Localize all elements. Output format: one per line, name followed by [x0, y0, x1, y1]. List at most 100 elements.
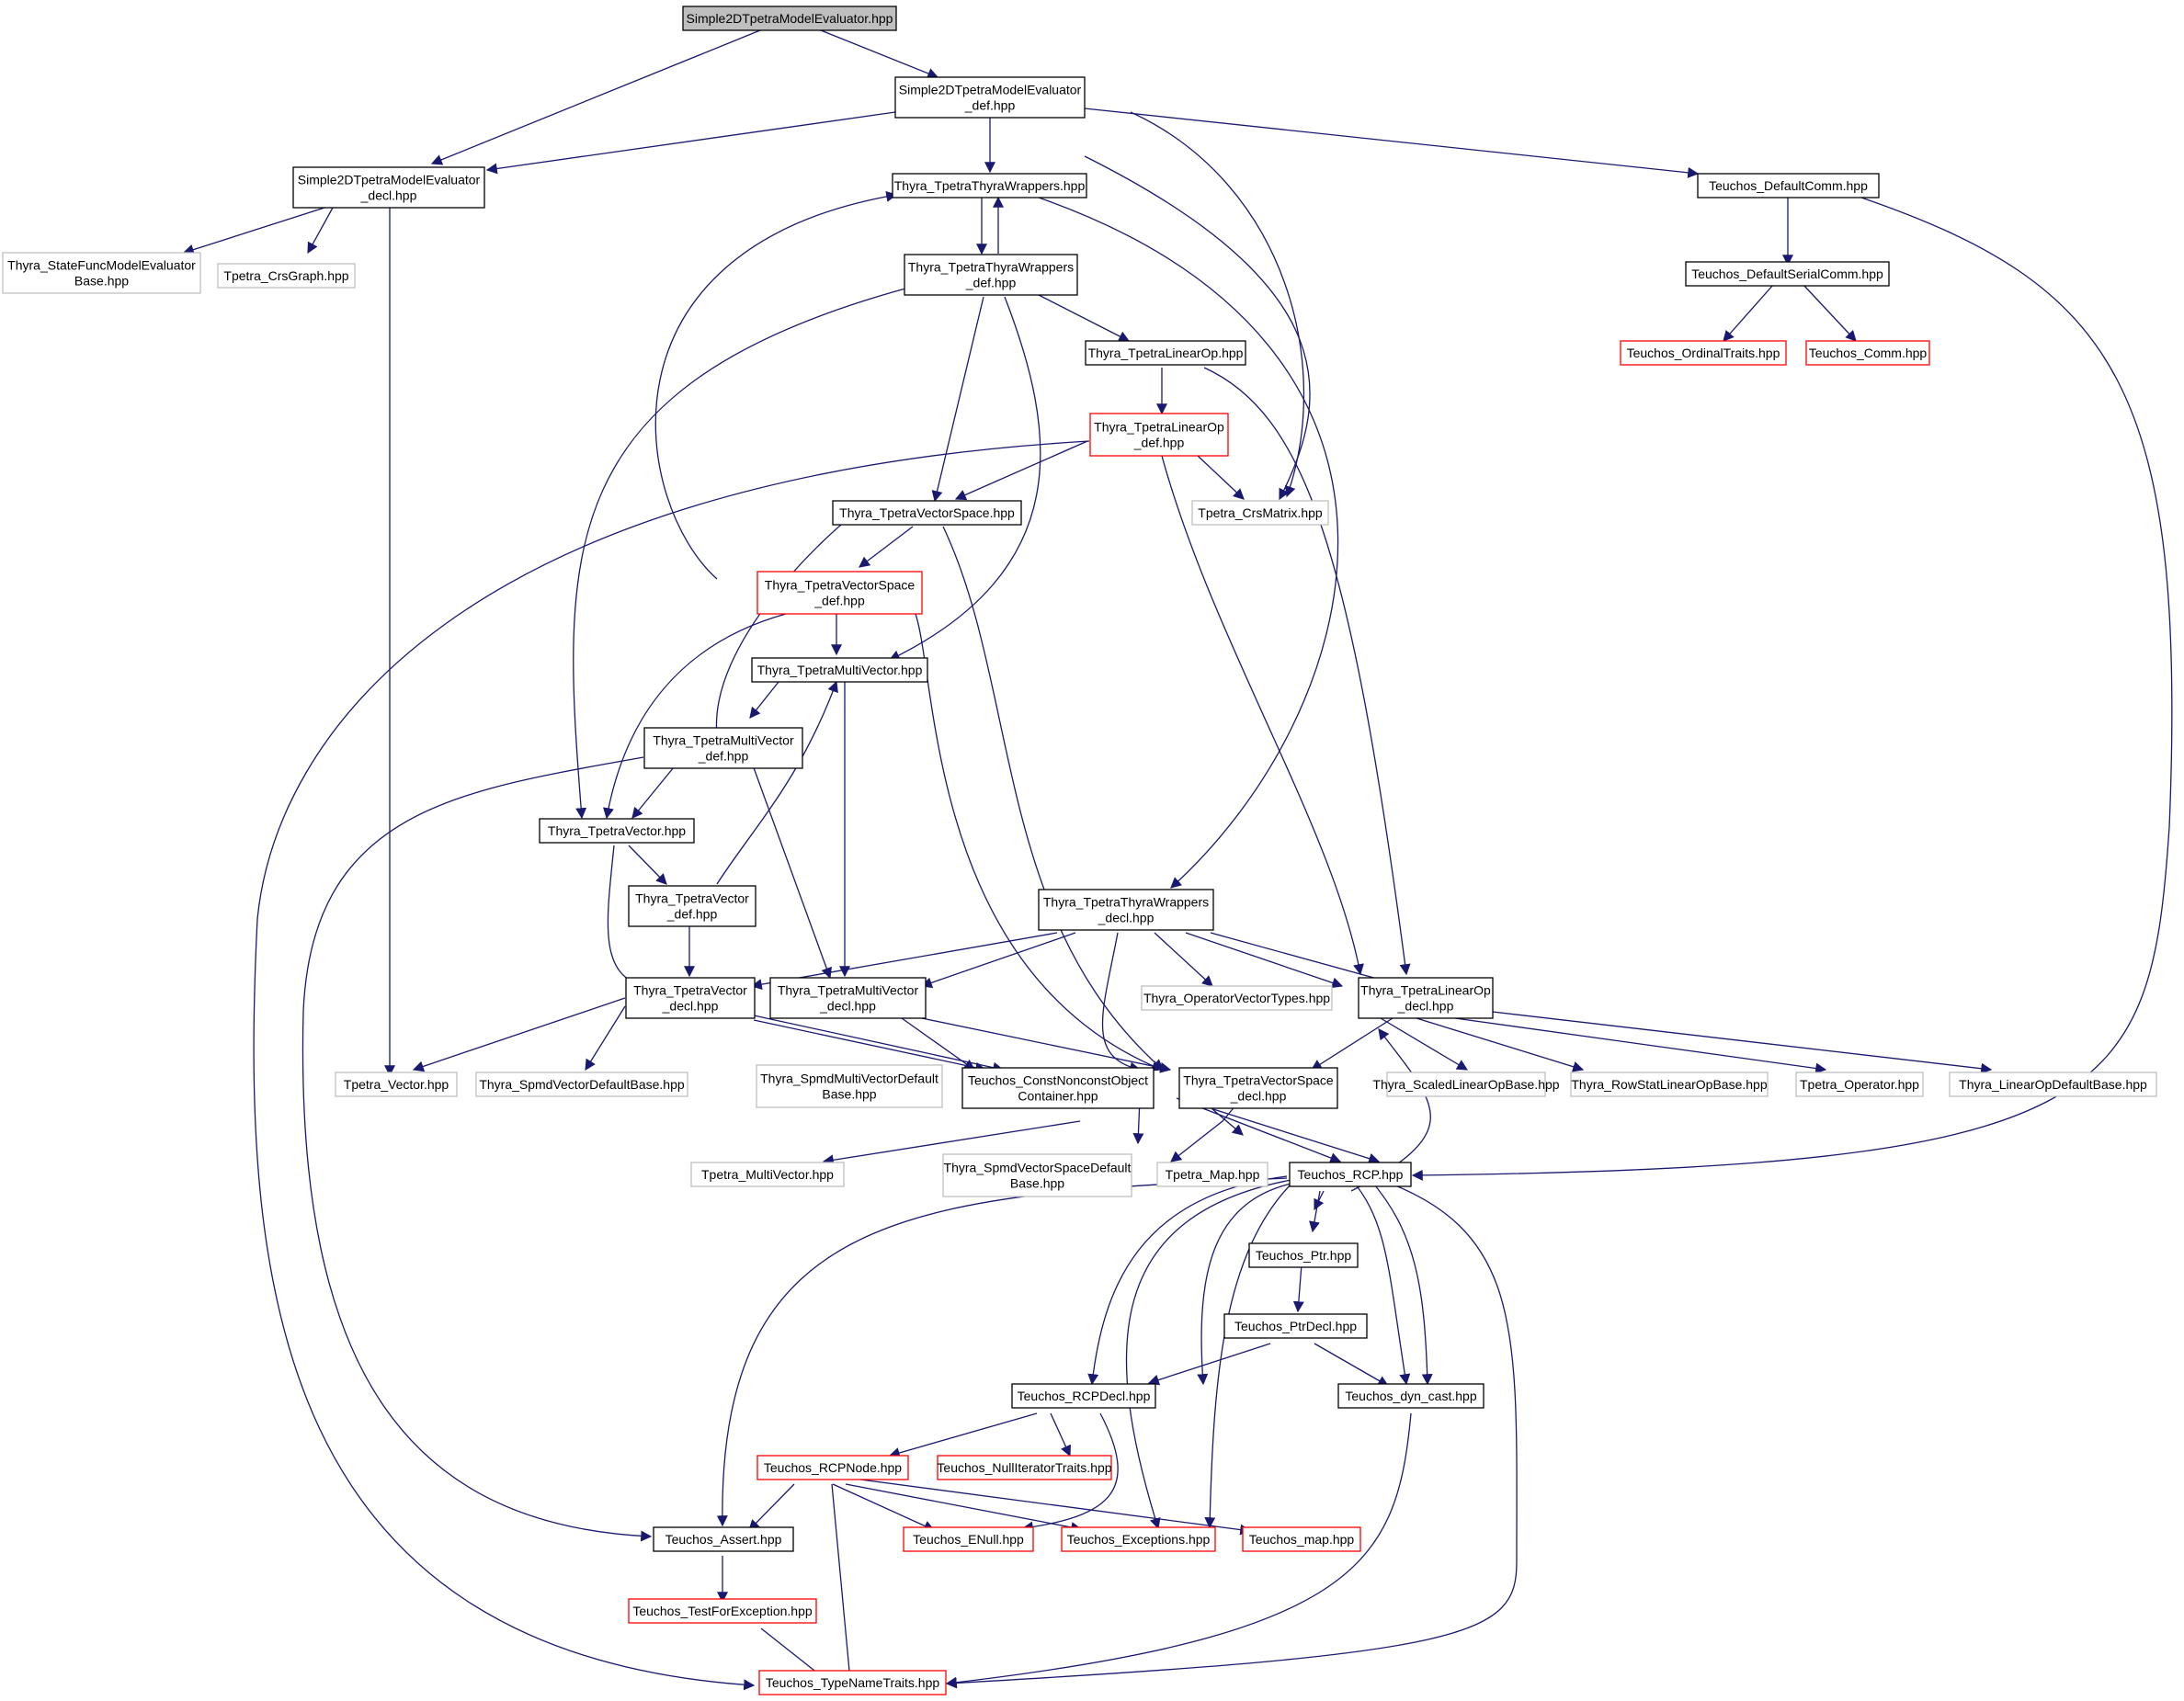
edge	[1212, 1108, 1381, 1164]
file-node-assert[interactable]: Teuchos_Assert.hpp	[653, 1526, 794, 1552]
node-box	[832, 500, 1022, 526]
file-node-tmv-def[interactable]: Thyra_TpetraMultiVector_def.hpp	[643, 727, 803, 769]
edge	[1454, 1017, 1827, 1074]
file-node-ptr[interactable]: Teuchos_Ptr.hpp	[1248, 1242, 1359, 1268]
node-label: Thyra_TpetraVectorSpace	[765, 578, 916, 593]
node-box	[1949, 1072, 2157, 1097]
file-node-typename[interactable]: Teuchos_TypeNameTraits.hpp	[758, 1670, 947, 1695]
node-label: Teuchos_PtrDecl.hpp	[1234, 1319, 1357, 1333]
node-label: Thyra_ScaledLinearOpBase.hpp	[1372, 1077, 1559, 1092]
edge	[1484, 1010, 1993, 1074]
file-node-ptrdecl[interactable]: Teuchos_PtrDecl.hpp	[1223, 1313, 1368, 1339]
node-label: Thyra_TpetraThyraWrappers.hpp	[894, 178, 1086, 193]
edge	[845, 1483, 1083, 1533]
edge	[301, 756, 653, 1542]
node-box	[1223, 1313, 1368, 1339]
file-node-tlo-def[interactable]: Thyra_TpetraLinearOp_def.hpp	[1089, 413, 1229, 457]
file-node-crsgraph: Tpetra_CrsGraph.hpp	[217, 263, 356, 289]
node-label: Thyra_SpmdMultiVectorDefault	[760, 1072, 938, 1086]
file-node-testexc[interactable]: Teuchos_TestForException.hpp	[628, 1598, 817, 1624]
node-box	[1038, 889, 1214, 931]
file-node-defcomm[interactable]: Teuchos_DefaultComm.hpp	[1697, 173, 1880, 198]
edge	[585, 1005, 626, 1072]
file-node-rcpnode[interactable]: Teuchos_RCPNode.hpp	[756, 1455, 909, 1480]
file-node-crsmatrix: Tpetra_CrsMatrix.hpp	[1191, 500, 1329, 526]
node-label: Teuchos_Assert.hpp	[665, 1532, 782, 1547]
file-node-tvs-decl[interactable]: Thyra_TpetraVectorSpace_decl.hpp	[1178, 1067, 1338, 1109]
file-node-enull[interactable]: Teuchos_ENull.hpp	[903, 1526, 1034, 1552]
file-node-tv[interactable]: Thyra_TpetraVector.hpp	[539, 818, 695, 844]
node-label: Teuchos_Exceptions.hpp	[1067, 1532, 1211, 1547]
edge	[1084, 155, 1311, 501]
file-node-tmv[interactable]: Thyra_TpetraMultiVector.hpp	[751, 657, 928, 683]
node-label: Thyra_TpetraMultiVector.hpp	[757, 663, 923, 677]
edge	[716, 680, 838, 885]
node-label: Teuchos_NullIteratorTraits.hpp	[937, 1460, 1111, 1475]
file-node-rcp[interactable]: Teuchos_RCP.hpp	[1289, 1162, 1412, 1187]
file-node-rowstat: Thyra_RowStatLinearOpBase.hpp	[1570, 1072, 1769, 1097]
file-node-lodef: Thyra_LinearOpDefaultBase.hpp	[1949, 1072, 2157, 1097]
node-box	[539, 818, 695, 844]
edge	[603, 613, 787, 820]
file-node-tvs-def[interactable]: Thyra_TpetraVectorSpace_def.hpp	[756, 571, 923, 615]
edge	[412, 997, 626, 1072]
file-node-rcpdecl[interactable]: Teuchos_RCPDecl.hpp	[1011, 1383, 1156, 1409]
node-box	[335, 1072, 458, 1097]
node-box	[756, 571, 923, 615]
node-label: Thyra_SpmdVectorSpaceDefault	[944, 1161, 1132, 1175]
file-node-comm[interactable]: Teuchos_Comm.hpp	[1805, 340, 1930, 366]
file-node-ttw-def[interactable]: Thyra_TpetraThyraWrappers_def.hpp	[904, 254, 1078, 296]
node-box	[1085, 340, 1246, 366]
file-node-scaled: Thyra_ScaledLinearOpBase.hpp	[1372, 1072, 1560, 1097]
file-node-tv-decl[interactable]: Thyra_TpetraVector_decl.hpp	[625, 977, 756, 1019]
file-node-tlo[interactable]: Thyra_TpetraLinearOp.hpp	[1085, 340, 1246, 366]
file-node-s2d-def[interactable]: Simple2DTpetraModelEvaluator_def.hpp	[894, 76, 1086, 119]
node-box	[217, 263, 356, 289]
node-label: Thyra_LinearOpDefaultBase.hpp	[1959, 1077, 2147, 1092]
file-node-tv-def[interactable]: Thyra_TpetraVector_def.hpp	[628, 885, 756, 927]
file-node-tpvec: Tpetra_Vector.hpp	[335, 1072, 458, 1097]
node-box	[2, 252, 201, 294]
node-label: Tpetra_Vector.hpp	[344, 1077, 449, 1092]
node-label: Teuchos_TestForException.hpp	[632, 1604, 813, 1618]
edge	[654, 190, 898, 580]
file-node-ttw-decl[interactable]: Thyra_TpetraThyraWrappers_decl.hpp	[1038, 889, 1214, 931]
file-node-defserial[interactable]: Teuchos_DefaultSerialComm.hpp	[1685, 261, 1890, 287]
file-node-tpmv: Tpetra_MultiVector.hpp	[690, 1162, 845, 1187]
edge	[753, 1019, 987, 1073]
edge	[1416, 1017, 1585, 1072]
edge	[573, 288, 906, 820]
node-label: Thyra_TpetraLinearOp	[1360, 983, 1491, 998]
file-node-root[interactable]: Simple2DTpetraModelEvaluator.hpp	[682, 6, 897, 31]
edge	[945, 1178, 1518, 1689]
node-box	[892, 173, 1087, 198]
file-node-except[interactable]: Teuchos_Exceptions.hpp	[1061, 1526, 1216, 1552]
edge	[888, 1412, 1038, 1458]
node-box	[1178, 1067, 1338, 1109]
file-node-dyncast[interactable]: Teuchos_dyn_cast.hpp	[1337, 1383, 1484, 1409]
node-box	[1089, 413, 1229, 457]
edge	[945, 1412, 1412, 1688]
file-node-s2d-decl[interactable]: Simple2DTpetraModelEvaluator_decl.hpp	[292, 166, 485, 209]
file-node-map[interactable]: Teuchos_map.hpp	[1242, 1526, 1361, 1552]
edge	[628, 845, 667, 885]
node-box	[643, 727, 803, 769]
file-node-ttw[interactable]: Thyra_TpetraThyraWrappers.hpp	[892, 173, 1087, 198]
node-box	[1620, 340, 1787, 366]
node-label: Tpetra_CrsGraph.hpp	[223, 268, 348, 283]
node-label: Teuchos_DefaultComm.hpp	[1709, 178, 1868, 193]
file-node-ordinal[interactable]: Teuchos_OrdinalTraits.hpp	[1620, 340, 1787, 366]
node-box	[690, 1162, 845, 1187]
node-label: Thyra_TpetraVector	[635, 891, 749, 906]
file-node-nulliter[interactable]: Teuchos_NullIteratorTraits.hpp	[937, 1455, 1112, 1480]
edge	[822, 1120, 1081, 1166]
file-node-tvs[interactable]: Thyra_TpetraVectorSpace.hpp	[832, 500, 1022, 526]
edge	[1161, 455, 1364, 976]
edge	[901, 1017, 975, 1071]
file-node-tlo-decl[interactable]: Thyra_TpetraLinearOp_decl.hpp	[1358, 977, 1494, 1019]
file-node-tmv-decl[interactable]: Thyra_TpetraMultiVector_decl.hpp	[769, 977, 927, 1019]
node-box	[1697, 173, 1880, 198]
